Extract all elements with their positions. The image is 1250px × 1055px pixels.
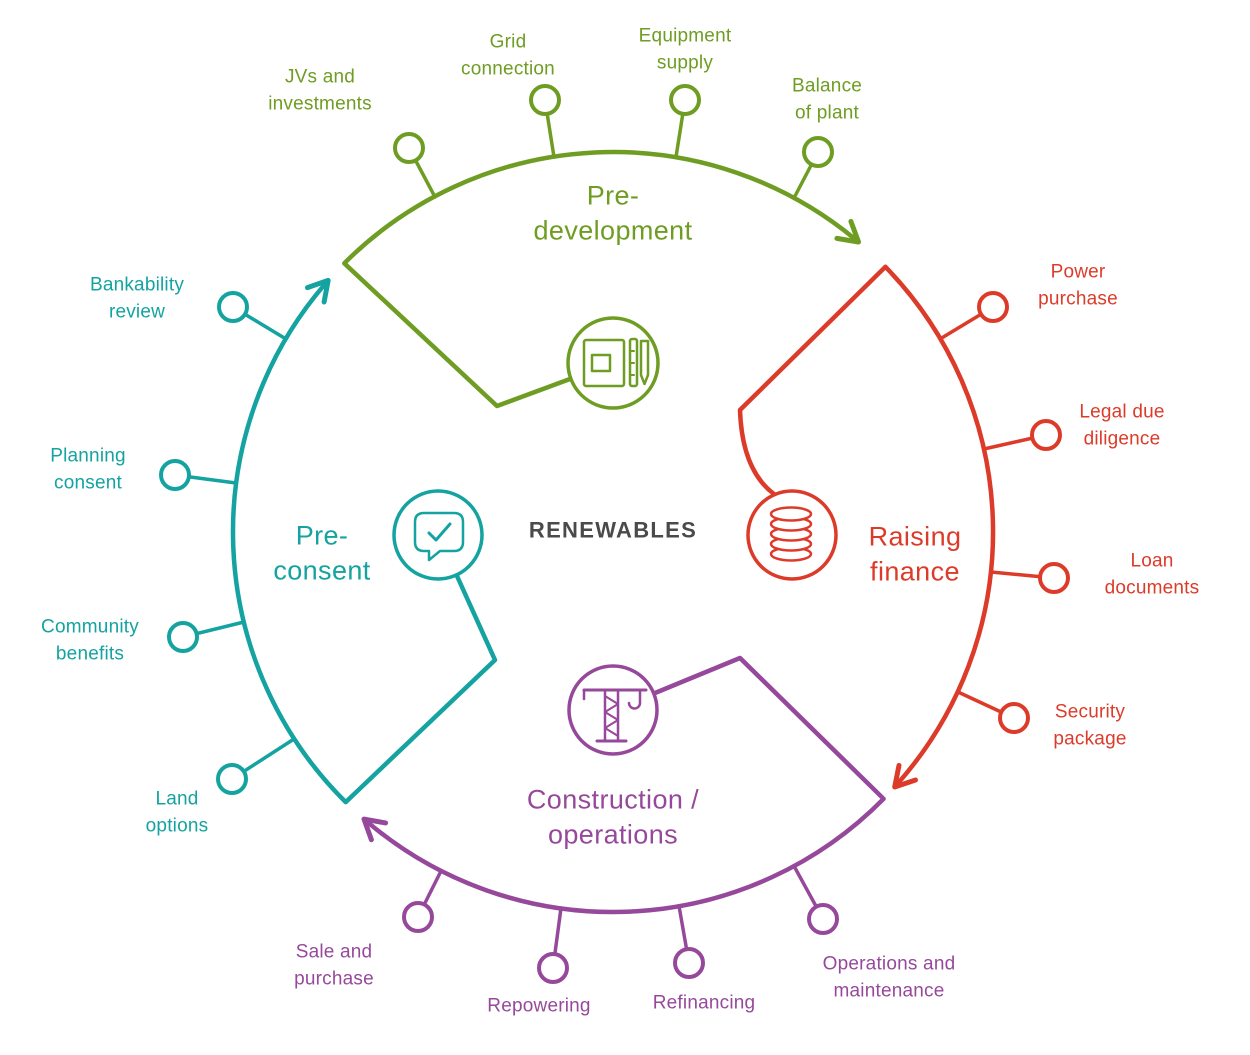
spoke-node	[673, 947, 705, 979]
title-construction-operations: Construction / operations	[526, 784, 700, 849]
pre-development-arc	[342, 149, 862, 409]
label-operations-and-maintenance: Operations and maintenance	[822, 953, 956, 1001]
label-refinancing: Refinancing	[652, 992, 756, 1014]
label-planning-consent: Planning consent	[50, 445, 126, 493]
pre-consent-icon-circle	[392, 489, 484, 581]
pre-consent-arc	[230, 277, 498, 805]
label-bankability-review: Bankability review	[89, 274, 185, 322]
spoke-node	[1038, 562, 1070, 594]
raising-finance-quadrant	[737, 264, 1070, 790]
spoke-node	[998, 702, 1030, 734]
spoke-node	[159, 459, 191, 491]
spoke-node	[217, 291, 249, 323]
pre-development-icon-circle	[566, 316, 660, 410]
label-loan-documents: Loan documents	[1104, 550, 1200, 598]
label-land-options: Land options	[145, 788, 209, 836]
pre-consent-quadrant	[159, 277, 498, 805]
title-pre-consent: Pre- consent	[273, 520, 371, 585]
blueprint-icon	[582, 337, 650, 388]
construction-operations-quadrant	[361, 655, 886, 984]
label-sale-and-purchase: Sale and purchase	[294, 941, 374, 989]
spoke-node	[529, 84, 561, 116]
spoke-node	[807, 903, 839, 935]
spoke-node	[669, 84, 701, 116]
pre-development-quadrant	[342, 84, 862, 410]
label-community-benefits: Community benefits	[41, 616, 139, 664]
raising-finance-arc	[737, 264, 996, 790]
label-power-purchase: Power purchase	[1038, 261, 1118, 309]
center-title: RENEWABLES	[528, 517, 698, 543]
label-equipment-supply: Equipment supply	[638, 25, 732, 73]
label-security-package: Security package	[1053, 701, 1127, 749]
spoke-node	[167, 621, 199, 653]
spoke-node	[393, 132, 425, 164]
title-pre-development: Pre- development	[533, 180, 693, 245]
spoke-node	[402, 901, 434, 933]
construction-operations-icon-circle	[567, 664, 659, 756]
label-balance-of-plant: Balance of plant	[791, 75, 863, 123]
spoke-node	[1030, 419, 1062, 451]
title-raising-finance: Raising finance	[868, 521, 962, 586]
spoke-node	[977, 291, 1009, 323]
spoke-node	[216, 763, 248, 795]
label-grid-connection: Grid connection	[461, 31, 555, 79]
label-jvs-and-investments: JVs and investments	[268, 66, 372, 114]
crane-icon	[582, 688, 648, 743]
coins-icon	[769, 506, 813, 562]
spoke-node	[537, 952, 569, 984]
approval-icon	[413, 511, 465, 562]
label-repowering: Repowering	[487, 995, 591, 1017]
label-legal-due-diligence: Legal due diligence	[1079, 401, 1165, 449]
spoke-node	[802, 136, 834, 168]
